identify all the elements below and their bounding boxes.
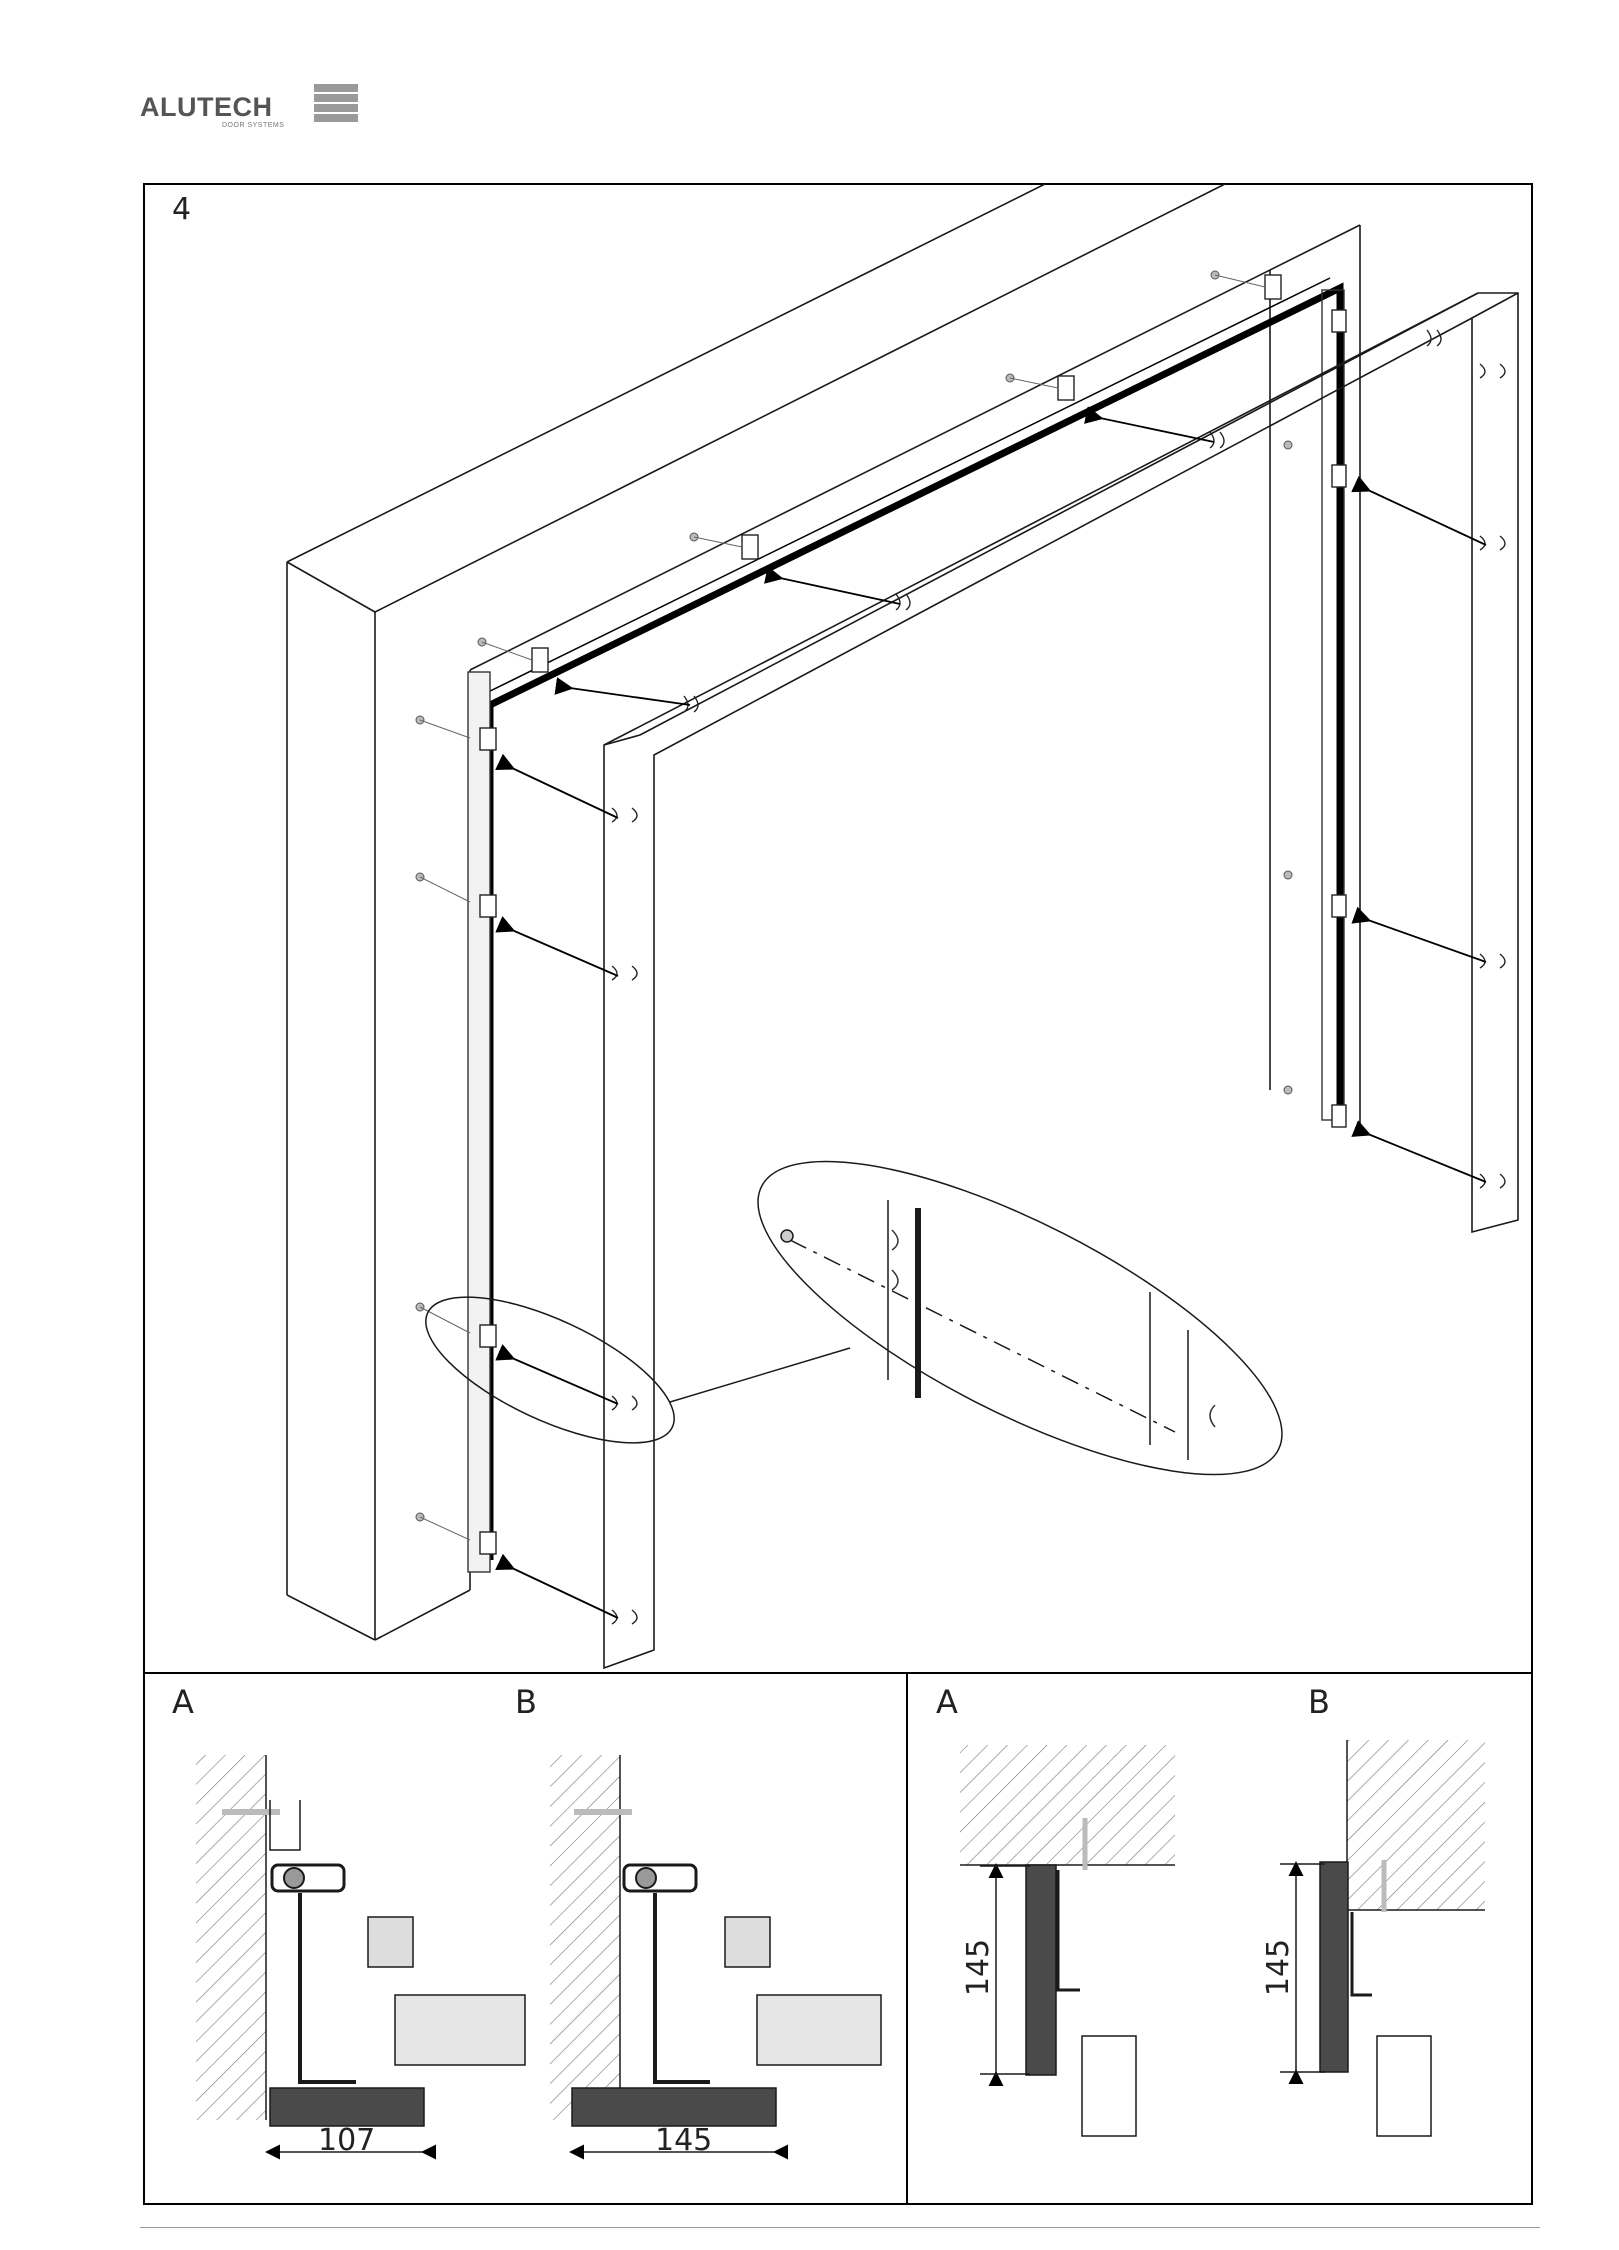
frame-profile — [467, 277, 1345, 1573]
right-label-b: B — [1308, 1683, 1330, 1721]
step-number: 4 — [172, 192, 192, 227]
trim-panel — [603, 292, 1519, 1670]
detail-callout — [425, 1160, 1283, 1476]
brand-name: ALUTECH — [140, 92, 273, 122]
right-dim-a: 145 — [961, 1938, 997, 1997]
section-b-left — [550, 1755, 882, 2160]
screws — [415, 270, 1293, 1541]
assembly-arrows — [495, 406, 1487, 1619]
frame-brackets — [479, 274, 1347, 1555]
left-dim-a: 107 — [318, 2123, 376, 2158]
right-label-a: A — [936, 1683, 958, 1721]
wall-opening — [286, 183, 1361, 1641]
trim-clips — [611, 329, 1506, 1625]
left-dim-b: 145 — [655, 2123, 713, 2158]
brand-logo: ALUTECH DOOR SYSTEMS — [140, 84, 358, 136]
right-dim-b: 145 — [1261, 1938, 1297, 1997]
footer-rule — [140, 2227, 1540, 2228]
section-a-right — [960, 1745, 1175, 2137]
section-b-right — [1280, 1740, 1485, 2137]
brand-tagline: DOOR SYSTEMS — [222, 122, 285, 129]
section-a-left — [196, 1755, 526, 2160]
brand-mark-icon — [314, 84, 358, 132]
left-label-b: B — [515, 1683, 537, 1721]
main-frame — [143, 183, 1533, 2205]
left-label-a: A — [172, 1683, 194, 1721]
